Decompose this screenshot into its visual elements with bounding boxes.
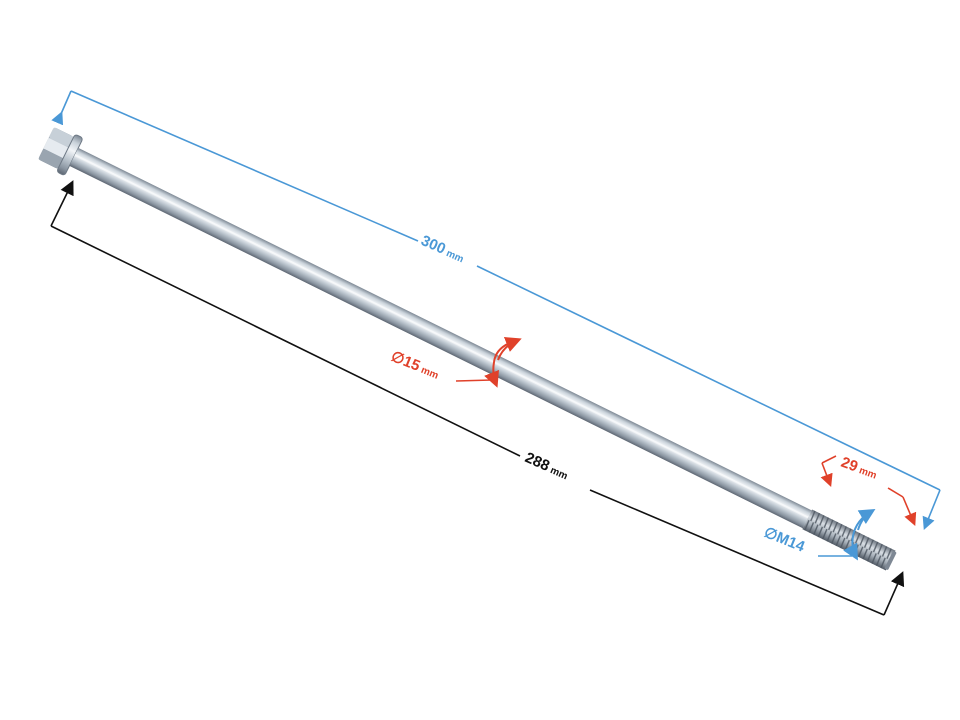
label-total-length: 300mm bbox=[418, 232, 467, 266]
bolt-shaft bbox=[69, 147, 812, 529]
dimension-total-length: 300mm bbox=[51, 90, 941, 530]
bolt bbox=[38, 127, 897, 571]
bolt-thread bbox=[802, 509, 897, 571]
bolt-hex-head bbox=[38, 127, 74, 169]
dimension-shank-length: 288mm bbox=[50, 180, 905, 616]
bolt-flange bbox=[57, 134, 83, 176]
label-thread-size: ∅M14 bbox=[762, 524, 808, 556]
label-shank-length: 288mm bbox=[522, 449, 571, 483]
label-shaft-diameter: ∅15mm bbox=[389, 348, 442, 383]
dimension-shaft-diameter: ∅15mm bbox=[389, 337, 522, 388]
